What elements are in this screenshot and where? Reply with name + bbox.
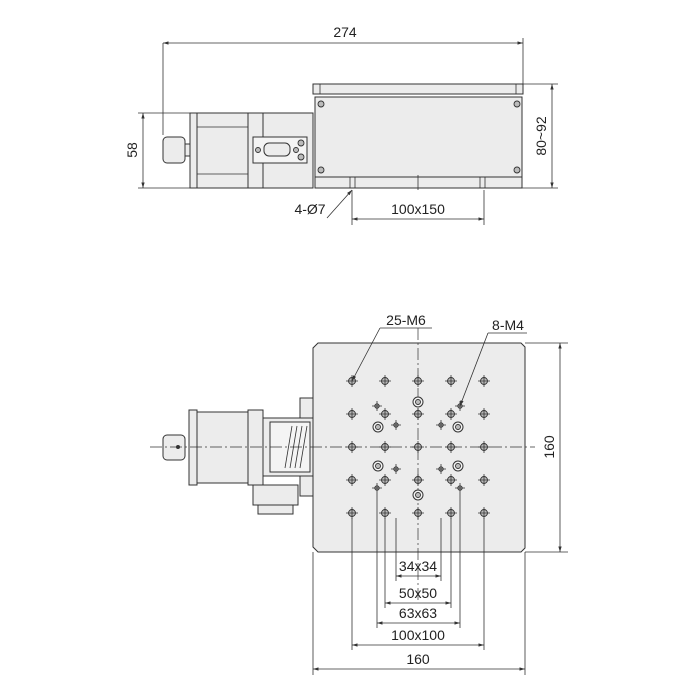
label-m6-holes: 25-M6 [386, 312, 426, 328]
label-mount-holes: 4-Ø7 [294, 201, 325, 217]
dim-pattern: 34x34 [399, 558, 437, 574]
hole-pattern [346, 375, 490, 519]
side-view: 274 58 80~92 100x150 4-Ø7 [124, 24, 558, 225]
knob [162, 136, 186, 164]
dim-pattern: 63x63 [399, 605, 437, 621]
dim-pattern: 100x100 [391, 627, 445, 643]
dim-pattern: 50x50 [399, 585, 437, 601]
connector [252, 484, 299, 506]
motor [196, 112, 249, 189]
base-plate [314, 176, 523, 189]
dim-overall-length: 274 [333, 24, 357, 40]
plan-view: 160 160 34x34 50x50 63x63 100x100 25-M6 8-M… [150, 312, 568, 675]
top-plate [312, 83, 524, 95]
dim-mount-pattern: 100x150 [391, 201, 445, 217]
motor [196, 411, 249, 484]
dim-table-height: 160 [541, 435, 557, 459]
dim-stage-height: 80~92 [533, 116, 549, 156]
motor-flange [189, 112, 198, 189]
dim-table-width: 160 [406, 651, 430, 667]
knob [162, 434, 186, 461]
stage-body [314, 96, 523, 189]
label-m4-holes: 8-M4 [492, 317, 524, 333]
dim-motor-height: 58 [124, 142, 140, 158]
